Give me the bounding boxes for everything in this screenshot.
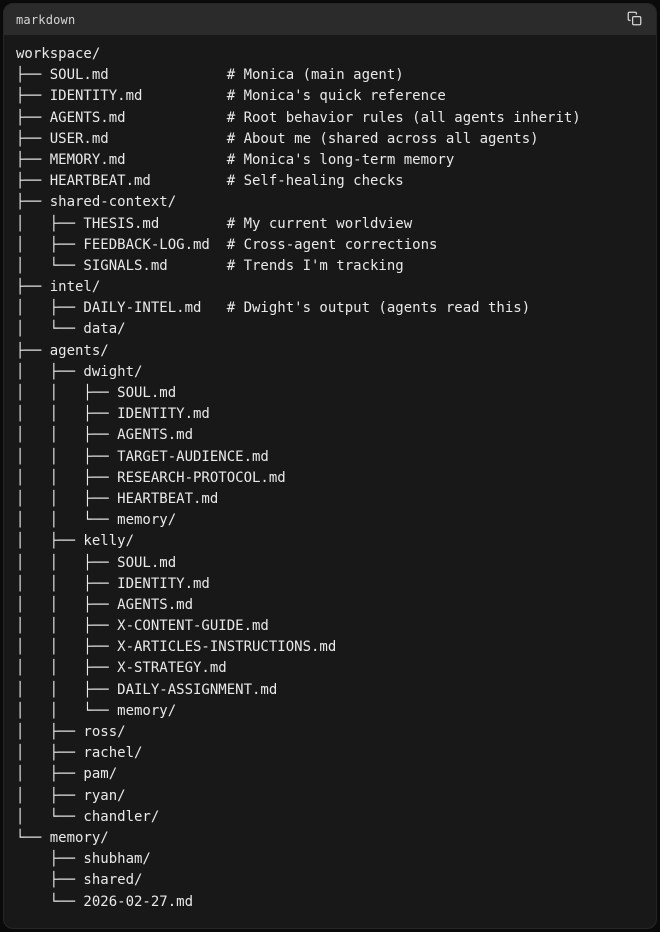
copy-icon [627,11,642,29]
tree-line: └── 2026-02-27.md [16,893,194,910]
tree-line: │ │ ├── AGENTS.md [16,427,194,444]
tree-line: ├── shared-context/ [16,194,177,211]
tree-line: │ ├── DAILY-INTEL.md # Dwight's output (… [16,300,531,317]
file-tree: workspace/ ├── SOUL.md # Monica (main ag… [4,35,656,925]
tree-line: │ │ ├── TARGET-AUDIENCE.md [16,448,269,465]
tree-line: ├── shubham/ [16,851,151,868]
tree-line: │ │ ├── SOUL.md [16,385,177,401]
tree-line: │ │ ├── SOUL.md [16,554,177,571]
tree-line: │ ├── THESIS.md # My current worldview [16,215,413,232]
copy-button[interactable] [625,9,644,31]
tree-line: │ │ ├── X-STRATEGY.md [16,660,227,677]
tree-line: │ ├── rachel/ [16,745,143,762]
tree-line: │ │ ├── HEARTBEAT.md [16,490,219,507]
tree-line: ├── agents/ [16,342,109,359]
tree-line: │ ├── FEEDBACK-LOG.md # Cross-agent corr… [16,236,438,253]
tree-line: ├── HEARTBEAT.md # Self-healing checks [16,173,404,190]
tree-line: │ │ ├── IDENTITY.md [16,575,210,592]
tree-line: │ └── SIGNALS.md # Trends I'm tracking [16,257,404,274]
code-block: markdown workspace/ ├── SOUL.md # Monica… [3,3,657,929]
tree-line: │ ├── ross/ [16,724,126,740]
tree-line: │ └── data/ [16,321,126,338]
code-block-header: markdown [4,4,656,35]
tree-line: ├── USER.md # About me (shared across al… [16,130,539,147]
tree-line: │ │ ├── AGENTS.md [16,596,194,613]
tree-line: │ ├── dwight/ [16,363,143,380]
tree-line: │ │ ├── RESEARCH-PROTOCOL.md [16,469,286,486]
tree-line: │ └── chandler/ [16,808,160,825]
tree-line: ├── SOUL.md # Monica (main agent) [16,67,404,84]
tree-line: ├── MEMORY.md # Monica's long-term memor… [16,151,455,168]
code-language-label: markdown [16,12,76,27]
tree-line: │ │ └── memory/ [16,702,177,719]
tree-line: │ │ └── memory/ [16,512,177,529]
tree-line: │ │ ├── X-ARTICLES-INSTRUCTIONS.md [16,639,337,656]
tree-line: ├── AGENTS.md # Root behavior rules (all… [16,109,581,126]
tree-line: └── memory/ [16,829,109,846]
tree-line: │ │ ├── DAILY-ASSIGNMENT.md [16,681,278,698]
tree-line: ├── IDENTITY.md # Monica's quick referen… [16,88,446,105]
tree-line: │ ├── ryan/ [16,787,126,804]
tree-line: workspace/ [16,46,101,62]
tree-line: │ ├── kelly/ [16,533,135,550]
tree-line: │ ├── pam/ [16,766,118,783]
tree-line: ├── shared/ [16,872,143,889]
tree-line: ├── intel/ [16,279,101,296]
tree-line: │ │ ├── IDENTITY.md [16,406,210,423]
tree-line: │ │ ├── X-CONTENT-GUIDE.md [16,618,269,635]
